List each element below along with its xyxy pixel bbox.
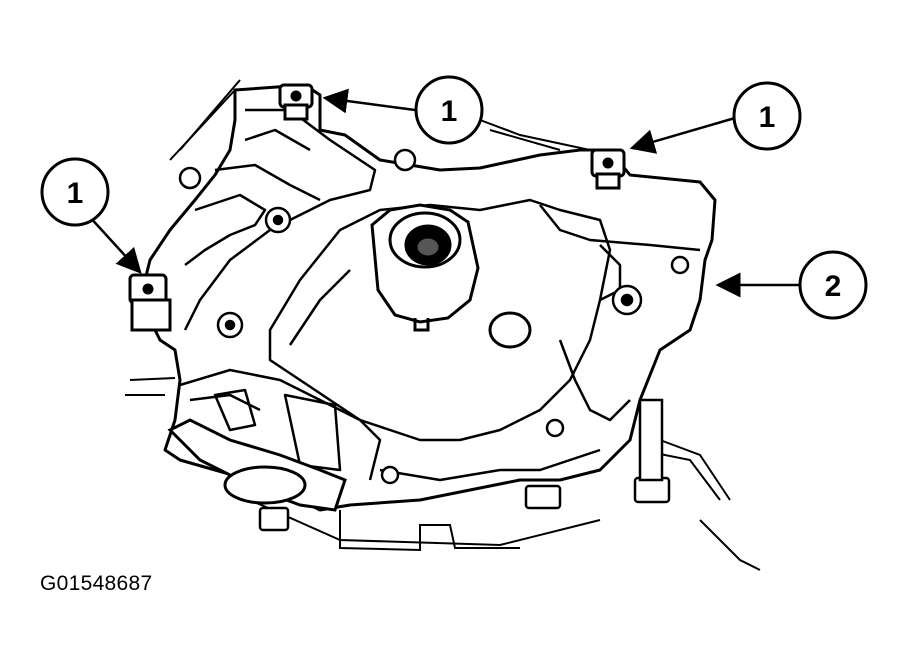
lower-bolt bbox=[258, 398, 671, 532]
leader-lines bbox=[87, 88, 800, 298]
callout-label: 1 bbox=[67, 177, 84, 210]
callout-label: 2 bbox=[825, 270, 842, 303]
figure-id: G01548687 bbox=[40, 572, 153, 595]
leader-arrow bbox=[87, 214, 142, 274]
callout-1-top: 1 bbox=[414, 75, 484, 145]
callout-label: 1 bbox=[441, 95, 458, 128]
leader-arrow bbox=[629, 116, 736, 154]
mounting-bolt bbox=[590, 148, 626, 190]
mounting-bolt bbox=[128, 273, 172, 332]
drive-opening bbox=[167, 418, 347, 512]
pickup-boss bbox=[370, 203, 480, 332]
callout-2: 2 bbox=[798, 250, 868, 320]
callout-label: 1 bbox=[759, 101, 776, 134]
housing-ribs bbox=[179, 108, 701, 482]
callout-1-right: 1 bbox=[732, 81, 802, 151]
mounting-bolt bbox=[278, 83, 314, 121]
o-ring bbox=[488, 311, 532, 349]
callout-1-left: 1 bbox=[40, 157, 110, 227]
bolt-holes bbox=[178, 148, 690, 485]
leader-arrow bbox=[322, 88, 416, 114]
